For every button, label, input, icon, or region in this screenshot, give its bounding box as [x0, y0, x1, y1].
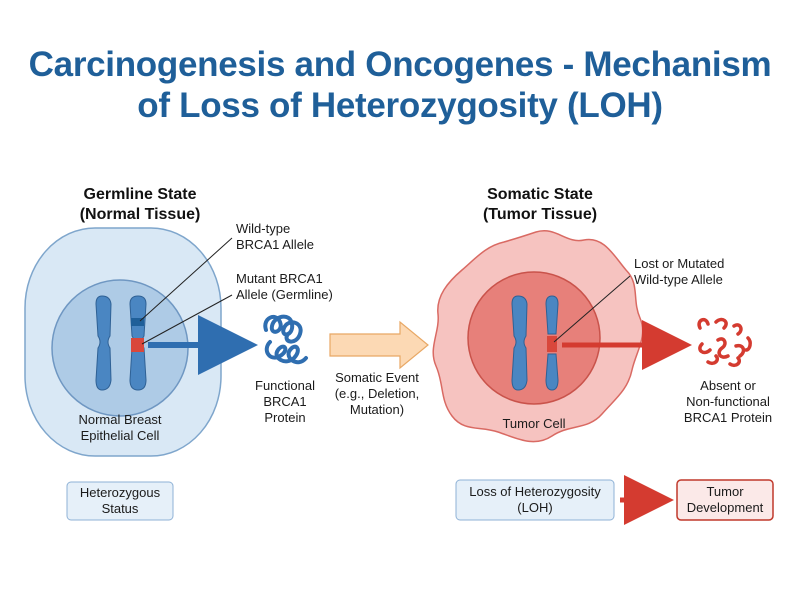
- lost-allele-band: [547, 336, 557, 352]
- somatic-event-label-line-3: Mutation): [350, 402, 404, 417]
- germline-header-line-2: (Normal Tissue): [80, 206, 201, 223]
- wildtype-label-line-1: Wild-type: [236, 221, 290, 236]
- somatic-header-line-1: Somatic State: [487, 186, 593, 203]
- lost-allele-label-line-2: Wild-type Allele: [634, 272, 723, 287]
- tumor-development-box: [676, 479, 774, 521]
- tumor-cell-label: Tumor Cell: [502, 416, 565, 431]
- lost-allele-label-line-1: Lost or Mutated: [634, 256, 724, 271]
- somatic-event-label-line-1: Somatic Event: [335, 370, 419, 385]
- lost-allele-leader-line: [553, 275, 631, 343]
- functional-protein-label-line-2: BRCA1: [263, 394, 306, 409]
- heterozygous-status-box: [66, 481, 174, 521]
- loh-box: [455, 479, 615, 521]
- tumor-development-line-1: Tumor: [706, 484, 744, 499]
- heterozygous-status-line-1: Heterozygous: [80, 485, 161, 500]
- somatic-header-line-2: (Tumor Tissue): [483, 206, 597, 223]
- loh-box-line-2: (LOH): [517, 500, 552, 515]
- mutant-leader-line: [141, 294, 233, 345]
- heterozygous-status-line-2: Status: [102, 501, 139, 516]
- mutant-label-line-1: Mutant BRCA1: [236, 271, 323, 286]
- functional-protein-label-line-1: Functional: [255, 378, 315, 393]
- absent-protein-label-line-3: BRCA1 Protein: [684, 410, 772, 425]
- mutant-allele-band: [131, 338, 144, 352]
- normal-cell-label-line-2: Epithelial Cell: [81, 428, 160, 443]
- tumor-cell-nucleus: [467, 271, 601, 405]
- fragmented-protein-icon: [697, 317, 752, 368]
- absent-protein-label-line-2: Non-functional: [686, 394, 770, 409]
- wildtype-label-line-2: BRCA1 Allele: [236, 237, 314, 252]
- title-line-2: of Loss of Heterozygosity (LOH): [137, 86, 663, 125]
- somatic-event-arrow: [329, 320, 429, 370]
- tumor-development-line-2: Development: [687, 500, 764, 515]
- wildtype-allele-band: [131, 318, 144, 326]
- wildtype-leader-line: [139, 237, 233, 322]
- tumor-chromosome-pair: [511, 295, 559, 391]
- absent-protein-label-line-1: Absent or: [700, 378, 756, 393]
- page-title: Carcinogenesis and Oncogenes - Mechanism…: [20, 44, 780, 126]
- somatic-event-label-line-2: (e.g., Deletion,: [335, 386, 420, 401]
- normal-cell-label-line-1: Normal Breast: [78, 412, 161, 427]
- functional-protein-icon: [263, 314, 308, 365]
- functional-protein-label-line-3: Protein: [264, 410, 305, 425]
- title-line-1: Carcinogenesis and Oncogenes - Mechanism: [28, 45, 772, 84]
- germline-header-line-1: Germline State: [84, 186, 197, 203]
- mutant-label-line-2: Allele (Germline): [236, 287, 333, 302]
- loh-box-line-1: Loss of Heterozygosity: [469, 484, 601, 499]
